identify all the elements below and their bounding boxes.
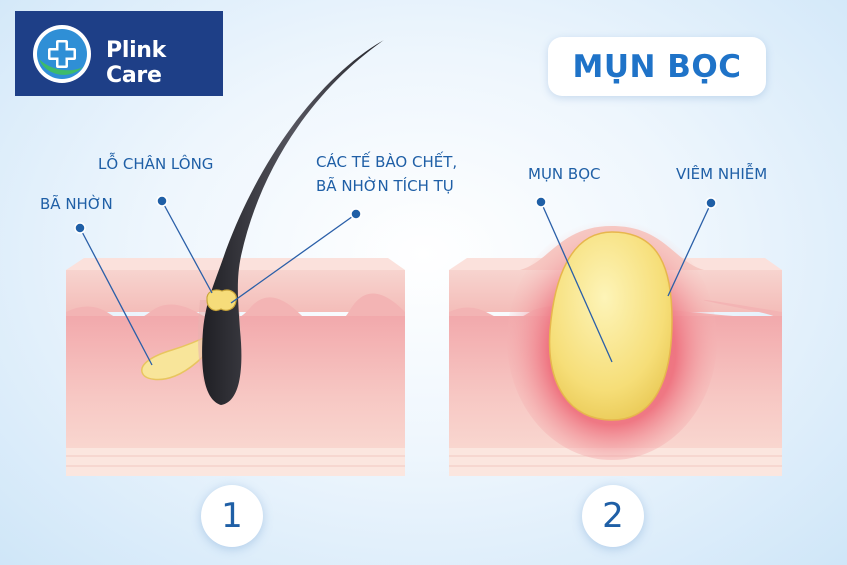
label-buildup-line2: BÃ NHỜN TÍCH TỤ: [316, 177, 454, 195]
brand-name: Plink Care: [106, 38, 166, 88]
leader-dot-sebum: [74, 222, 86, 234]
plink-care-logo-icon: [33, 25, 91, 83]
label-sebum: BÃ NHỜN: [40, 195, 113, 213]
leader-lines: [74, 195, 717, 366]
step-number-2-text: 2: [602, 496, 624, 536]
brand-logo: Plink Care: [15, 11, 223, 96]
hair-strand: [202, 40, 384, 405]
label-inflammation: VIÊM NHIỄM: [676, 165, 768, 183]
leader-dot-pore: [156, 195, 168, 207]
subcutis-1: [66, 448, 405, 476]
cyst: [548, 231, 673, 421]
page-title: MỤN BỌC: [572, 48, 742, 85]
pore-clog: [206, 289, 237, 312]
skin-block-1: [66, 40, 405, 476]
sebaceous-gland: [141, 332, 215, 381]
leader-dot-cyst: [535, 196, 547, 208]
skin-block-2: [449, 220, 782, 476]
label-pore: LỖ CHÂN LÔNG: [98, 155, 214, 173]
step-number-1: 1: [201, 485, 263, 547]
step-number-1-text: 1: [221, 496, 243, 536]
leader-dot-buildup: [350, 208, 362, 220]
leader-dot-inflammation: [705, 197, 717, 209]
label-cyst: MỤN BỌC: [528, 165, 601, 183]
title-badge: MỤN BỌC: [548, 37, 766, 96]
step-number-2: 2: [582, 485, 644, 547]
label-buildup-line1: CÁC TẾ BÀO CHẾT,: [316, 153, 458, 171]
